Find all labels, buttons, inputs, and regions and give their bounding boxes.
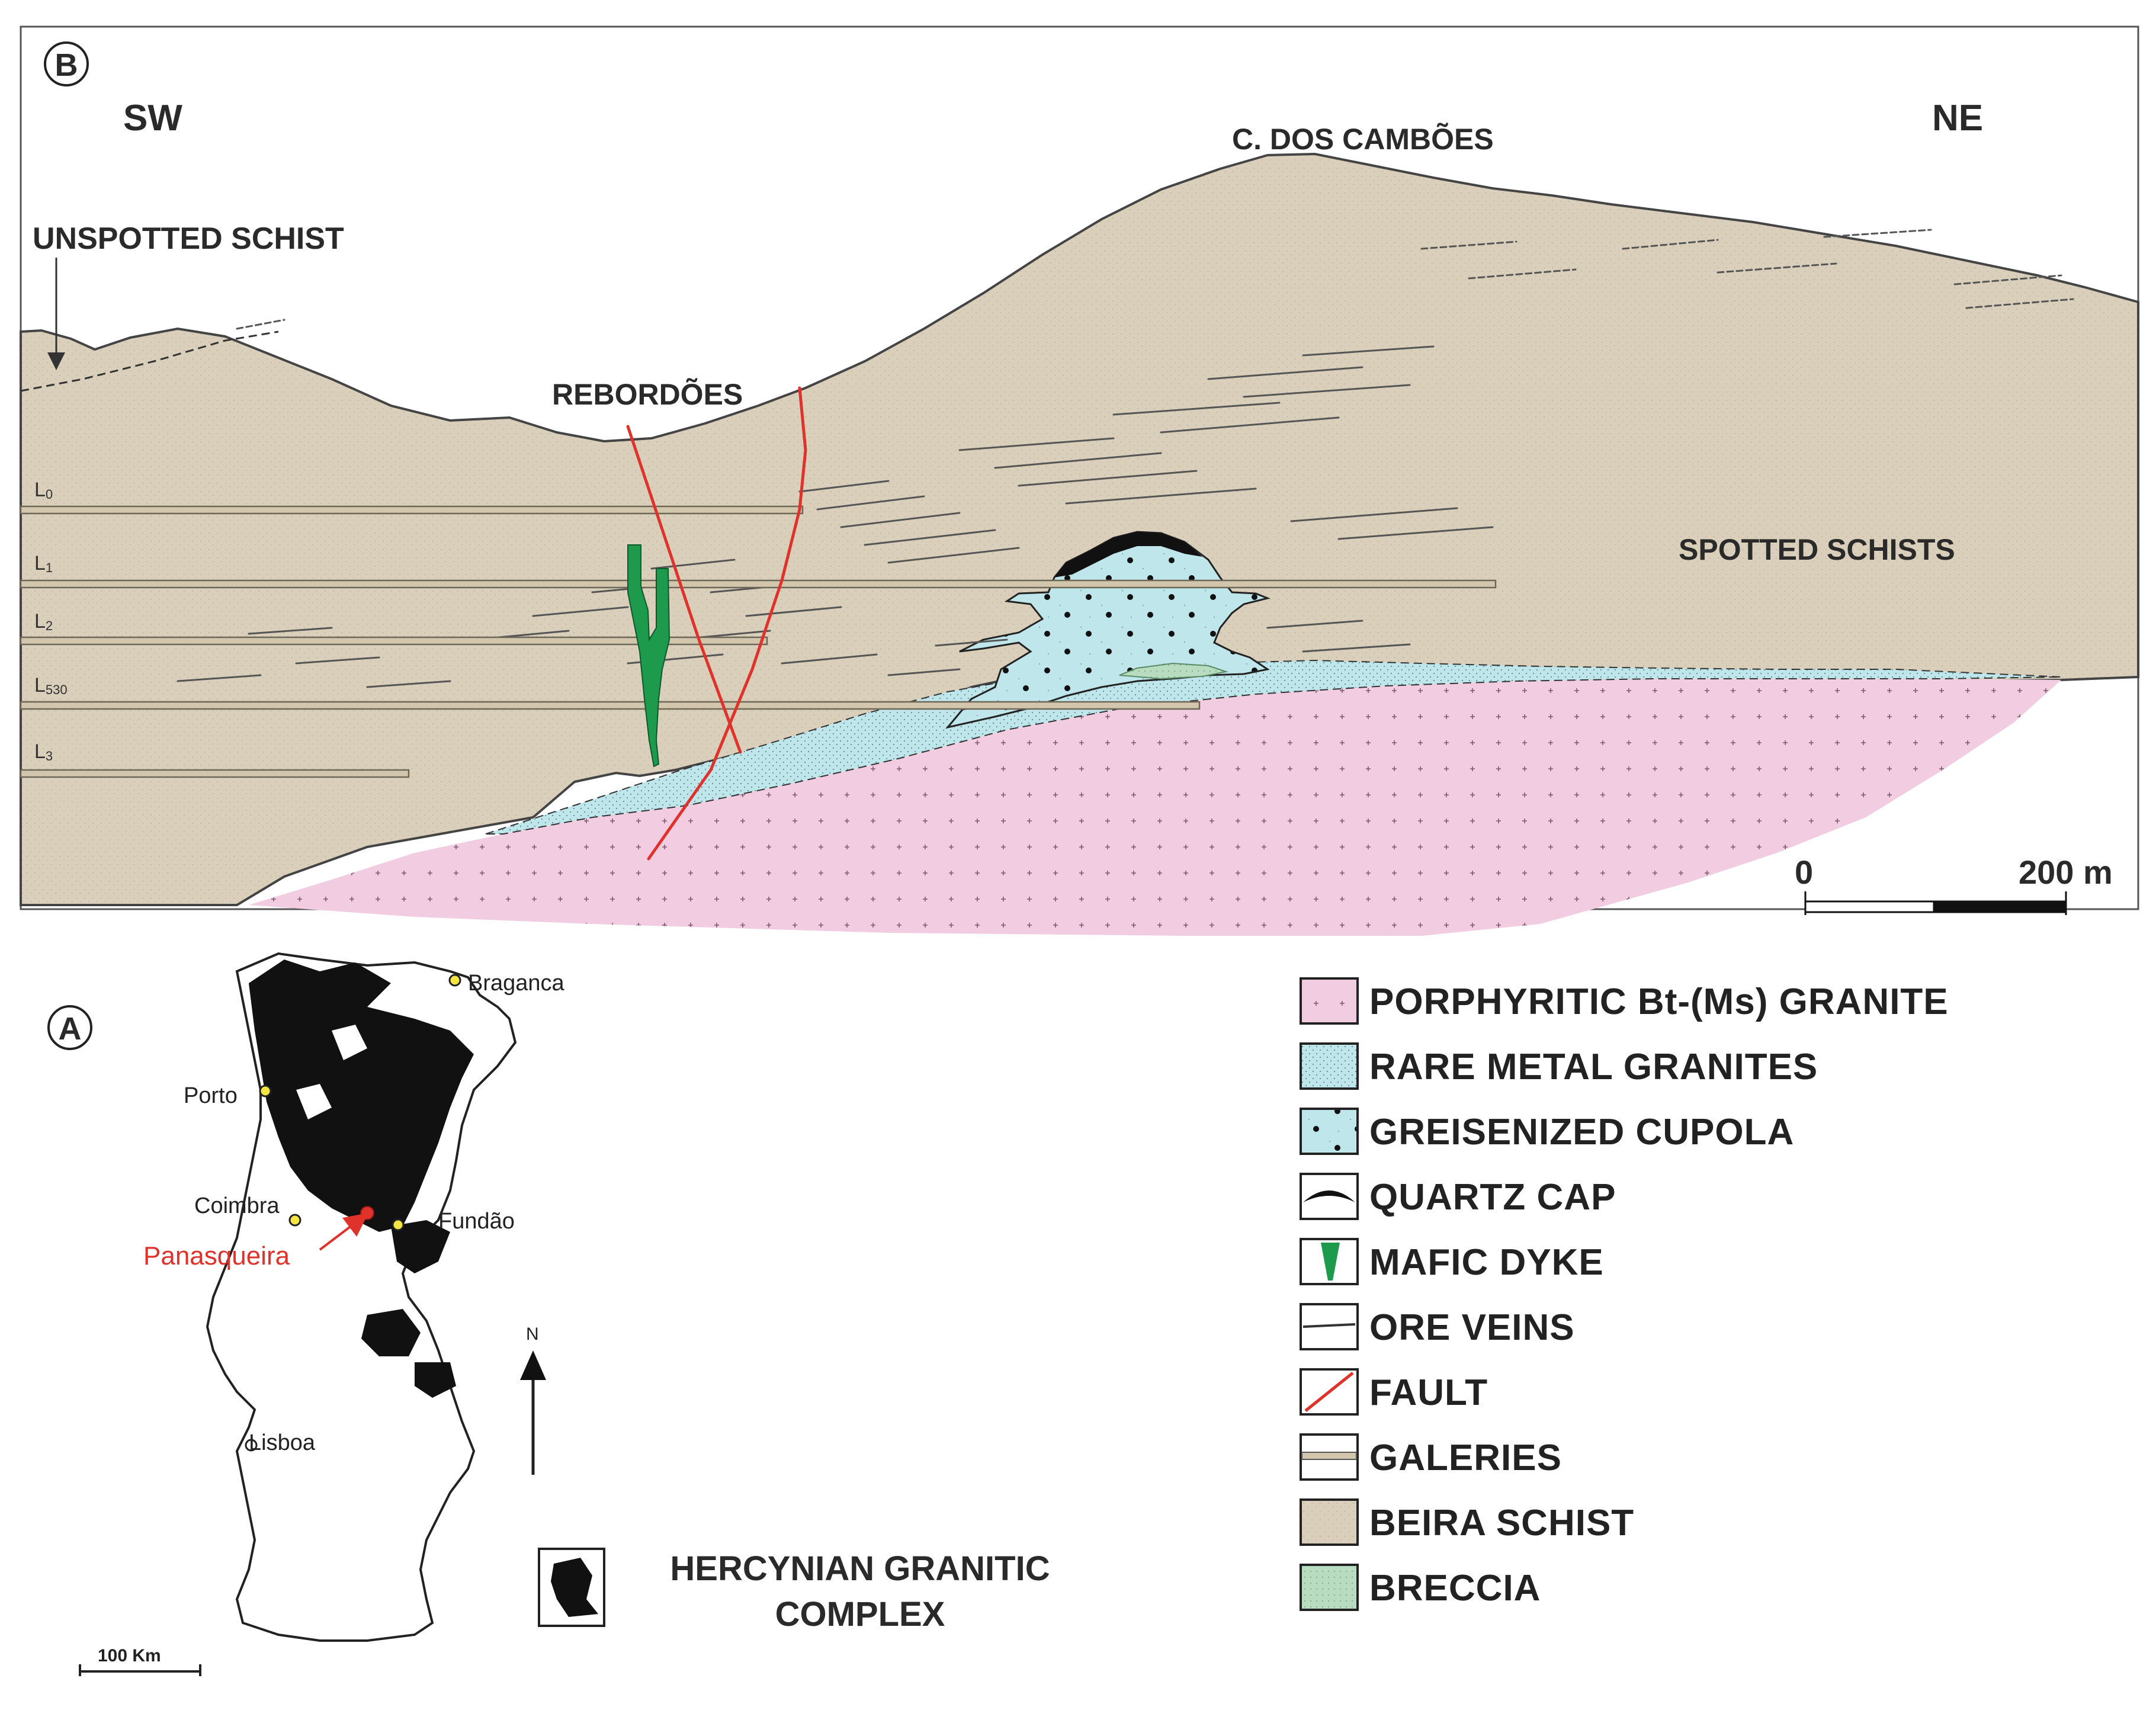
lisboa-marker [245,1439,258,1452]
legend: PORPHYRITIC Bt-(Ms) GRANITE RARE METAL G… [1300,977,1949,1611]
fundao-label: Fundão [438,1209,515,1234]
granite-swatch-icon [1300,977,1359,1025]
panasqueira-arrow [319,1212,368,1251]
level-l0: L0 [34,479,53,502]
quartz-cap-icon [1300,1173,1359,1220]
panel-a-badge [47,1005,92,1050]
scale-end: 200 m [2019,853,2113,891]
level-labels: L0 L1 L2 L530 L3 [34,479,68,763]
legend-label-cupola: GREISENIZED CUPOLA [1369,1112,1794,1153]
legend-label-fault: FAULT [1369,1372,1488,1413]
legend-label-breccia: BRECCIA [1369,1568,1541,1609]
fundao-marker [392,1218,405,1231]
quartz-cap [1054,532,1202,577]
lisboa-label: Lisboa [249,1430,316,1455]
complex-label-line2: COMPLEX [775,1595,945,1634]
legend-label-granite: PORPHYRITIC Bt-(Ms) GRANITE [1369,981,1949,1022]
map-scale-bar: 100 Km [79,1646,201,1676]
level-l530: L530 [34,674,68,697]
rare-metal-granite-band [485,659,2062,835]
scale-start: 0 [1795,853,1813,891]
breccia-icon [1300,1564,1359,1611]
legend-label-ore-veins: ORE VEINS [1369,1307,1575,1348]
mafic-dyke [627,544,670,768]
panasqueira-marker [360,1206,374,1220]
mafic-dyke-icon [1300,1238,1359,1285]
braganca-label: Braganca [468,971,565,996]
panel-b-badge [44,41,89,86]
porto-label: Porto [184,1083,238,1108]
direction-ne: NE [1932,98,1983,139]
cross-section-b: B SW NE C. DOS CAMBÕES UNSPOTTED SCHIST … [20,25,2139,936]
porphyritic-granite-body [249,679,2061,936]
north-arrow: N [520,1324,546,1475]
level-l2: L2 [34,610,53,633]
panel-b-letter: B [55,47,78,83]
braganca-marker [448,974,461,987]
panel-a-letter: A [59,1011,82,1047]
coimbra-label: Coimbra [194,1193,280,1218]
map-scale-label: 100 Km [98,1646,161,1666]
coimbra-marker [288,1214,301,1227]
direction-sw: SW [123,98,182,139]
faults [626,386,807,861]
ore-veins [177,229,2074,688]
level-l3: L3 [34,740,53,763]
legend-label-rare-metal: RARE METAL GRANITES [1369,1047,1818,1087]
fault-icon [1300,1368,1359,1416]
galleries [20,505,1497,778]
peak-label: C. DOS CAMBÕES [1232,122,1494,156]
complex-legend: HERCYNIAN GRANITIC COMPLEX [538,1548,1050,1634]
section-scale-bar: 0 200 m [1795,853,2113,915]
unspotted-boundary [20,330,279,392]
village-label: REBORDÕES [552,377,743,411]
legend-label-quartz-cap: QUARTZ CAP [1369,1177,1616,1218]
spotted-schists-label: SPOTTED SCHISTS [1679,533,1955,566]
level-l1: L1 [34,552,53,575]
legend-label-mafic-dyke: MAFIC DYKE [1369,1242,1604,1283]
beira-schist-icon [1300,1498,1359,1546]
galeries-icon [1300,1433,1359,1481]
legend-label-beira-schist: BEIRA SCHIST [1369,1503,1634,1543]
granitic-complex-map [249,960,474,1398]
legend-label-galeries: GALERIES [1369,1437,1562,1478]
city-markers [245,974,461,1452]
location-map-a: A Braganca Porto Coimbra Fundão Lisb [47,952,1050,1676]
porto-marker [259,1084,272,1098]
ore-veins-icon [1300,1303,1359,1350]
panasqueira-label: Panasqueira [143,1241,290,1270]
rare-metal-swatch-icon [1300,1042,1359,1090]
cupola-swatch-icon [1300,1108,1359,1155]
unspotted-schist-label: UNSPOTTED SCHIST [33,222,344,256]
complex-label-line1: HERCYNIAN GRANITIC [670,1549,1050,1588]
granitic-complex-gaps [296,977,456,1119]
breccia-lens [1119,662,1228,680]
north-label: N [526,1324,539,1344]
